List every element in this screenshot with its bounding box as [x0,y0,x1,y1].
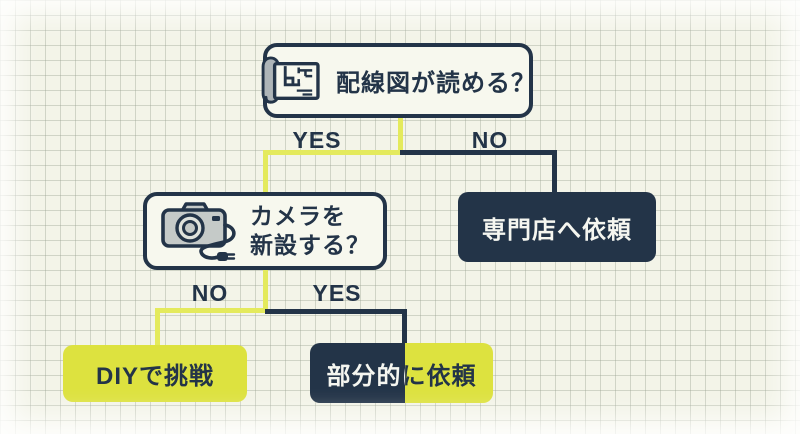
edge-q1-no-horizontal [400,150,557,155]
edge-q2-yes-horizontal [265,309,407,314]
label-yes-bottom: YES [312,280,362,306]
partial-label-white-part: 部分的に依頼 [326,362,477,390]
node-question-camera: カメラを 新設する？ [143,192,387,270]
question-camera-line1: カメラを [250,203,346,229]
label-no-bottom: NO [191,280,229,306]
edge-q2-no-vertical [155,308,160,348]
label-yes-top: YES [292,127,342,153]
camera-plug-icon [160,197,240,265]
node-question-wiring: 配線図が読める？ [260,43,536,118]
edge-q2-yes-vertical [402,309,407,345]
blueprint-icon [260,55,322,107]
label-no-top: NO [471,127,509,153]
edge-q1-yes-vertical [263,150,268,196]
edge-q1-no-vertical [552,150,557,196]
partial-dark-half [310,343,406,403]
question-wiring-label: 配線図が読める？ [336,70,536,97]
edge-q1-yes-horizontal [263,150,403,155]
edge-q2-bottom [263,266,268,313]
partial-yellow-half [405,343,493,403]
question-camera-line2: 新設する？ [250,232,370,258]
edge-q1-bottom [398,117,403,155]
node-answer-diy: DIYで挑戦 [63,345,247,402]
node-answer-partial: 部分的に依頼 部分的に依頼 [310,343,493,403]
edge-q2-no-horizontal [155,308,268,313]
node-answer-specialist: 専門店へ依頼 [458,192,656,262]
partial-label-dark-part: 部分的に依頼 [405,343,493,403]
question-camera-label: カメラを 新設する？ [250,202,370,260]
